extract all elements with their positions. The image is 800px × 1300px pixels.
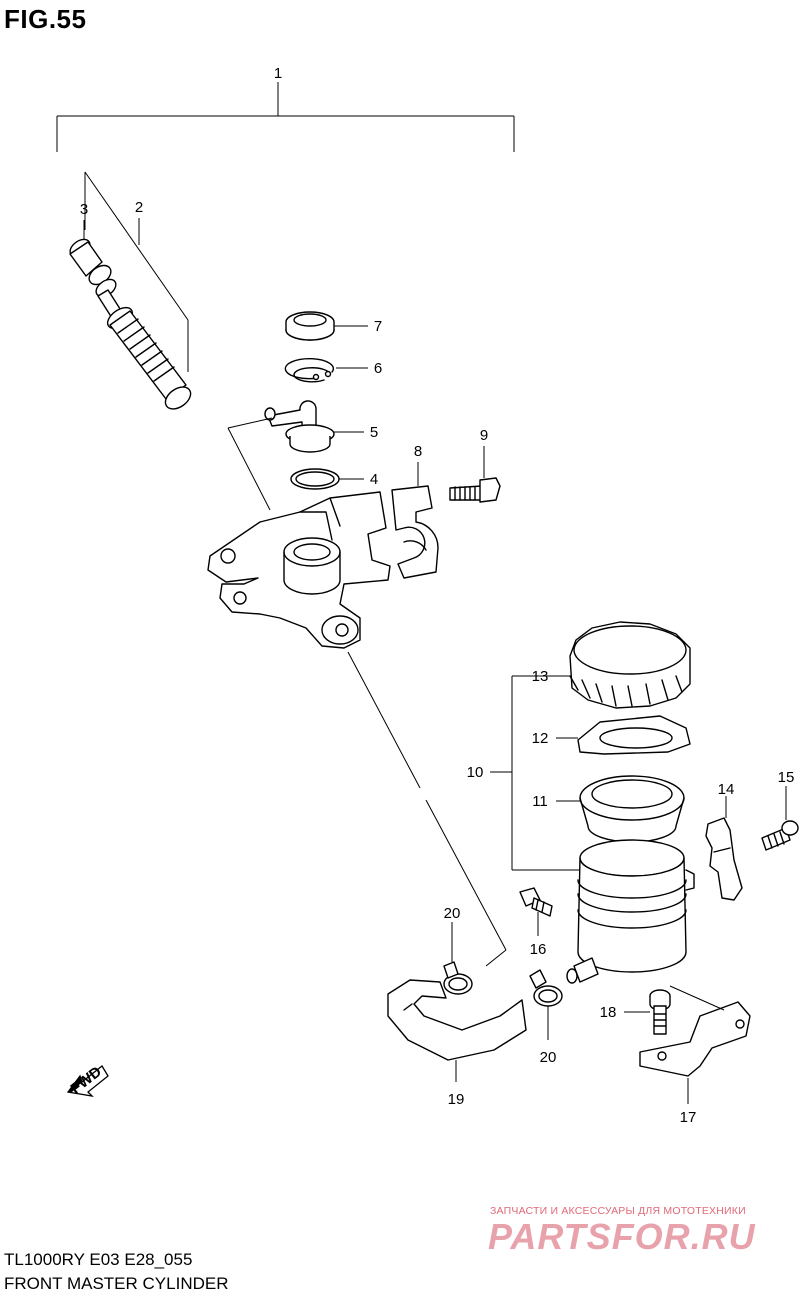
callout-7: 7 bbox=[374, 318, 382, 335]
bolt-part-16 bbox=[519, 887, 553, 917]
model-code: TL1000RY E03 E28_055 bbox=[4, 1250, 193, 1269]
assembly-bracket-1 bbox=[56, 82, 515, 152]
reservoir-cap-part-13 bbox=[569, 621, 691, 709]
callout-13: 13 bbox=[532, 668, 549, 685]
callout-1: 1 bbox=[274, 65, 282, 82]
hose-clamp-part-20-lower bbox=[529, 969, 563, 1007]
callout-15: 15 bbox=[778, 769, 795, 786]
fitting-part-5 bbox=[264, 400, 335, 453]
bolt-part-18 bbox=[649, 989, 671, 1035]
callout-18: 18 bbox=[600, 1004, 617, 1021]
clamp-part-8 bbox=[391, 485, 439, 579]
callout-20-lower: 20 bbox=[540, 1049, 557, 1066]
plate-part-12 bbox=[577, 715, 691, 755]
callout-10: 10 bbox=[467, 764, 484, 781]
cap-part-7 bbox=[285, 311, 335, 341]
bolt-part-9 bbox=[449, 477, 501, 503]
assembly-name: FRONT MASTER CYLINDER bbox=[4, 1274, 229, 1293]
callout-2: 2 bbox=[135, 199, 143, 216]
callout-3: 3 bbox=[80, 201, 88, 218]
callout-4: 4 bbox=[370, 471, 378, 488]
master-cylinder-body bbox=[207, 417, 391, 649]
callout-14: 14 bbox=[718, 781, 735, 798]
callout-6: 6 bbox=[374, 360, 382, 377]
diaphragm-part-11 bbox=[579, 775, 685, 843]
watermark-tagline: ЗАПЧАСТИ И АКСЕССУАРЫ ДЛЯ МОТОТЕХНИКИ bbox=[490, 1205, 746, 1217]
reservoir-bracket-10 bbox=[490, 675, 580, 871]
hose-part-19 bbox=[347, 651, 527, 1061]
callout-20-upper: 20 bbox=[444, 905, 461, 922]
figure-title: FIG.55 bbox=[4, 4, 87, 34]
screw-part-15 bbox=[761, 820, 799, 851]
watermark-logo: PARTSFOR.RU bbox=[488, 1216, 756, 1257]
callout-19: 19 bbox=[448, 1091, 465, 1108]
bracket-part-17 bbox=[639, 985, 751, 1077]
piston-assembly-part-2 bbox=[69, 171, 192, 410]
o-ring-part-4 bbox=[290, 468, 340, 490]
hose-clamp-part-20-upper bbox=[443, 961, 473, 995]
callout-16: 16 bbox=[530, 941, 547, 958]
callout-8: 8 bbox=[414, 443, 422, 460]
callout-5: 5 bbox=[370, 424, 378, 441]
bracket-part-14 bbox=[705, 817, 743, 901]
callout-9: 9 bbox=[480, 427, 488, 444]
fwd-arrow-icon: FWD bbox=[66, 1063, 109, 1098]
callout-12: 12 bbox=[532, 730, 549, 747]
callout-17: 17 bbox=[680, 1109, 697, 1126]
reservoir-body bbox=[566, 839, 695, 984]
circlip-part-6 bbox=[284, 357, 335, 383]
callout-11: 11 bbox=[532, 793, 548, 810]
